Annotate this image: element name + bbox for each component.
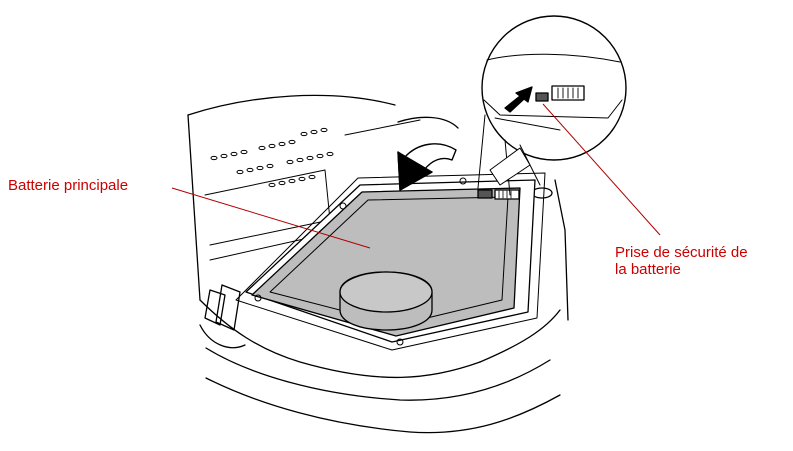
vent-holes xyxy=(210,127,334,188)
callout-battery-safety-latch: Prise de sécurité de la batterie xyxy=(615,244,790,278)
rotate-arrow-icon xyxy=(397,143,457,191)
leader-lines xyxy=(171,103,661,249)
callout-battery-safety-latch-line1: Prise de sécurité de xyxy=(615,244,748,261)
screws xyxy=(254,177,467,346)
slide-arrow-icon xyxy=(504,86,533,113)
laptop-underside xyxy=(187,94,569,434)
callout-main-battery: Batterie principale xyxy=(8,177,129,194)
leader-line-main-battery xyxy=(171,187,371,249)
battery-lock-icon xyxy=(551,85,585,101)
finger-disc xyxy=(339,271,433,331)
leader-line-battery-latch xyxy=(542,103,661,236)
callout-battery-safety-latch-line2: la batterie xyxy=(615,261,681,278)
magnifier-lens xyxy=(477,15,627,196)
